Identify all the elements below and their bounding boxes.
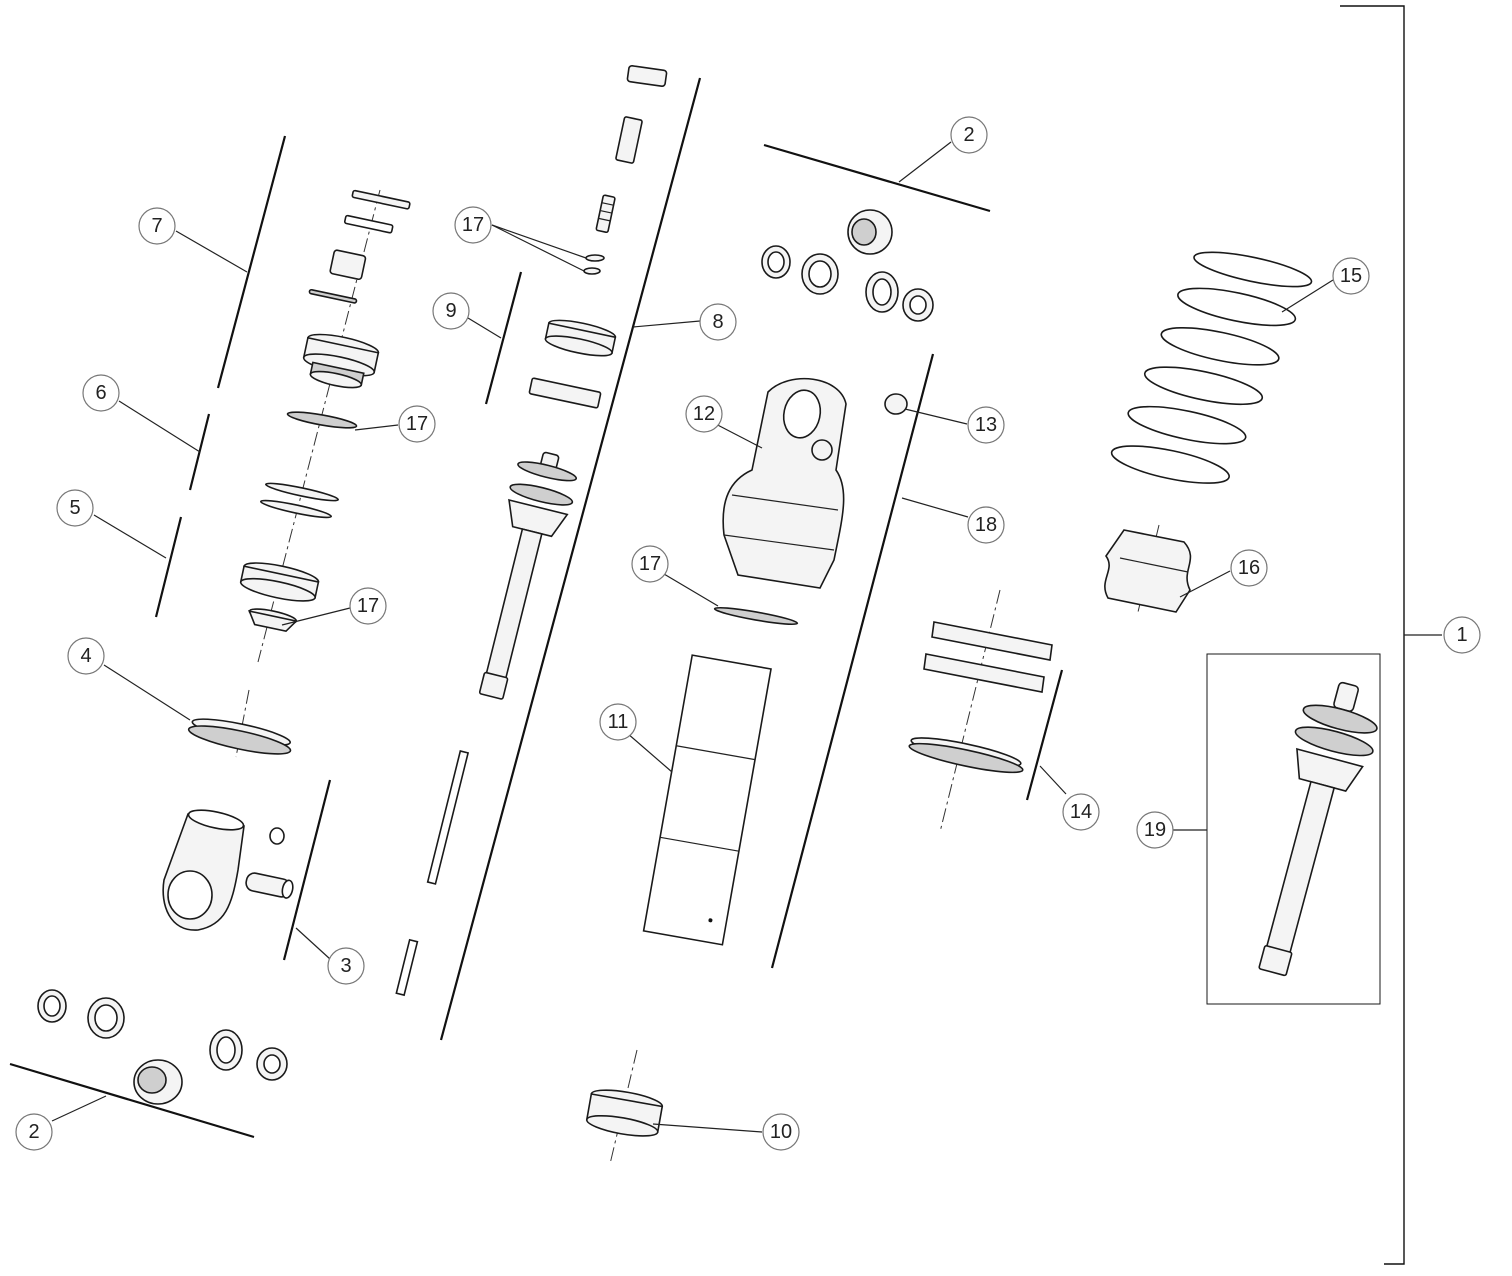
bump-stop-cup <box>248 608 298 633</box>
callout-2-upper: 2 <box>950 116 988 154</box>
top-hardware <box>583 65 668 275</box>
svg-text:14: 14 <box>1070 801 1092 823</box>
shim-lower <box>259 499 333 519</box>
callout-14: 14 <box>1062 793 1100 831</box>
callout-17-top: 17 <box>454 206 492 244</box>
callout-12: 12 <box>685 395 723 433</box>
svg-text:10: 10 <box>770 1121 792 1143</box>
callout-2-lower: 2 <box>15 1113 53 1151</box>
svg-text:1: 1 <box>1456 624 1467 646</box>
svg-text:2: 2 <box>28 1121 39 1143</box>
callout-16: 16 <box>1230 549 1268 587</box>
svg-text:17: 17 <box>357 595 379 617</box>
callout-bubbles: 1 2 2 3 4 5 6 7 8 9 10 11 12 13 14 15 16… <box>15 116 1481 1151</box>
parts-drawings <box>37 65 1381 1137</box>
svg-text:6: 6 <box>95 382 106 404</box>
bottom-cap <box>585 1089 664 1137</box>
pushrod <box>426 750 470 885</box>
callout-15: 15 <box>1332 257 1370 295</box>
svg-text:9: 9 <box>445 300 456 322</box>
damper-shaft <box>478 451 578 700</box>
svg-text:15: 15 <box>1340 265 1362 287</box>
callout-3: 3 <box>327 947 365 985</box>
piston-assembly <box>302 333 380 389</box>
svg-text:13: 13 <box>975 414 997 436</box>
callout-17-left-upper: 17 <box>398 405 436 443</box>
bushings-lower <box>37 989 288 1105</box>
svg-text:12: 12 <box>693 403 715 425</box>
callout-7: 7 <box>138 207 176 245</box>
circlip <box>286 411 358 429</box>
callout-6: 6 <box>82 374 120 412</box>
lower-eyelet <box>162 809 294 931</box>
svg-text:11: 11 <box>608 711 629 733</box>
svg-text:18: 18 <box>975 514 997 536</box>
svg-text:16: 16 <box>1238 557 1260 579</box>
svg-text:7: 7 <box>151 215 162 237</box>
callout-17-left-lower: 17 <box>349 587 387 625</box>
needle <box>395 938 419 997</box>
spring-preload-collars <box>908 621 1053 774</box>
svg-text:5: 5 <box>69 497 80 519</box>
air-can-body <box>722 377 847 589</box>
assembly-bracket <box>1340 5 1442 1265</box>
shim-upper <box>264 482 340 502</box>
svg-text:17: 17 <box>406 413 428 435</box>
svg-text:19: 19 <box>1144 819 1166 841</box>
split-ring <box>528 377 602 409</box>
svg-text:17: 17 <box>639 553 661 575</box>
svg-text:2: 2 <box>963 124 974 146</box>
coil-spring <box>1110 251 1313 484</box>
svg-text:8: 8 <box>712 311 723 333</box>
callout-5: 5 <box>56 489 94 527</box>
circlip-2 <box>713 606 799 626</box>
callout-13: 13 <box>967 406 1005 444</box>
svg-text:3: 3 <box>340 955 351 977</box>
callout-8: 8 <box>699 303 737 341</box>
callout-18: 18 <box>967 506 1005 544</box>
callout-19: 19 <box>1136 811 1174 849</box>
bushings-upper <box>761 209 934 322</box>
svg-text:4: 4 <box>80 645 91 667</box>
callout-1: 1 <box>1443 616 1481 654</box>
bump-stop <box>1104 529 1192 613</box>
callout-11: 11 <box>599 703 637 741</box>
group-lines <box>9 77 1064 1139</box>
valve-cap <box>884 393 908 415</box>
callout-10: 10 <box>762 1113 800 1151</box>
callout-17-center: 17 <box>631 545 669 583</box>
damper-body <box>642 654 772 946</box>
compression-valve <box>544 319 617 357</box>
seal-head <box>239 562 320 602</box>
shaft-assembly-detail <box>1206 653 1381 1005</box>
callout-4: 4 <box>67 637 105 675</box>
air-piston-plate <box>187 718 292 755</box>
valve-washer-stack <box>308 189 411 304</box>
callout-9: 9 <box>432 292 470 330</box>
svg-text:17: 17 <box>462 214 484 236</box>
